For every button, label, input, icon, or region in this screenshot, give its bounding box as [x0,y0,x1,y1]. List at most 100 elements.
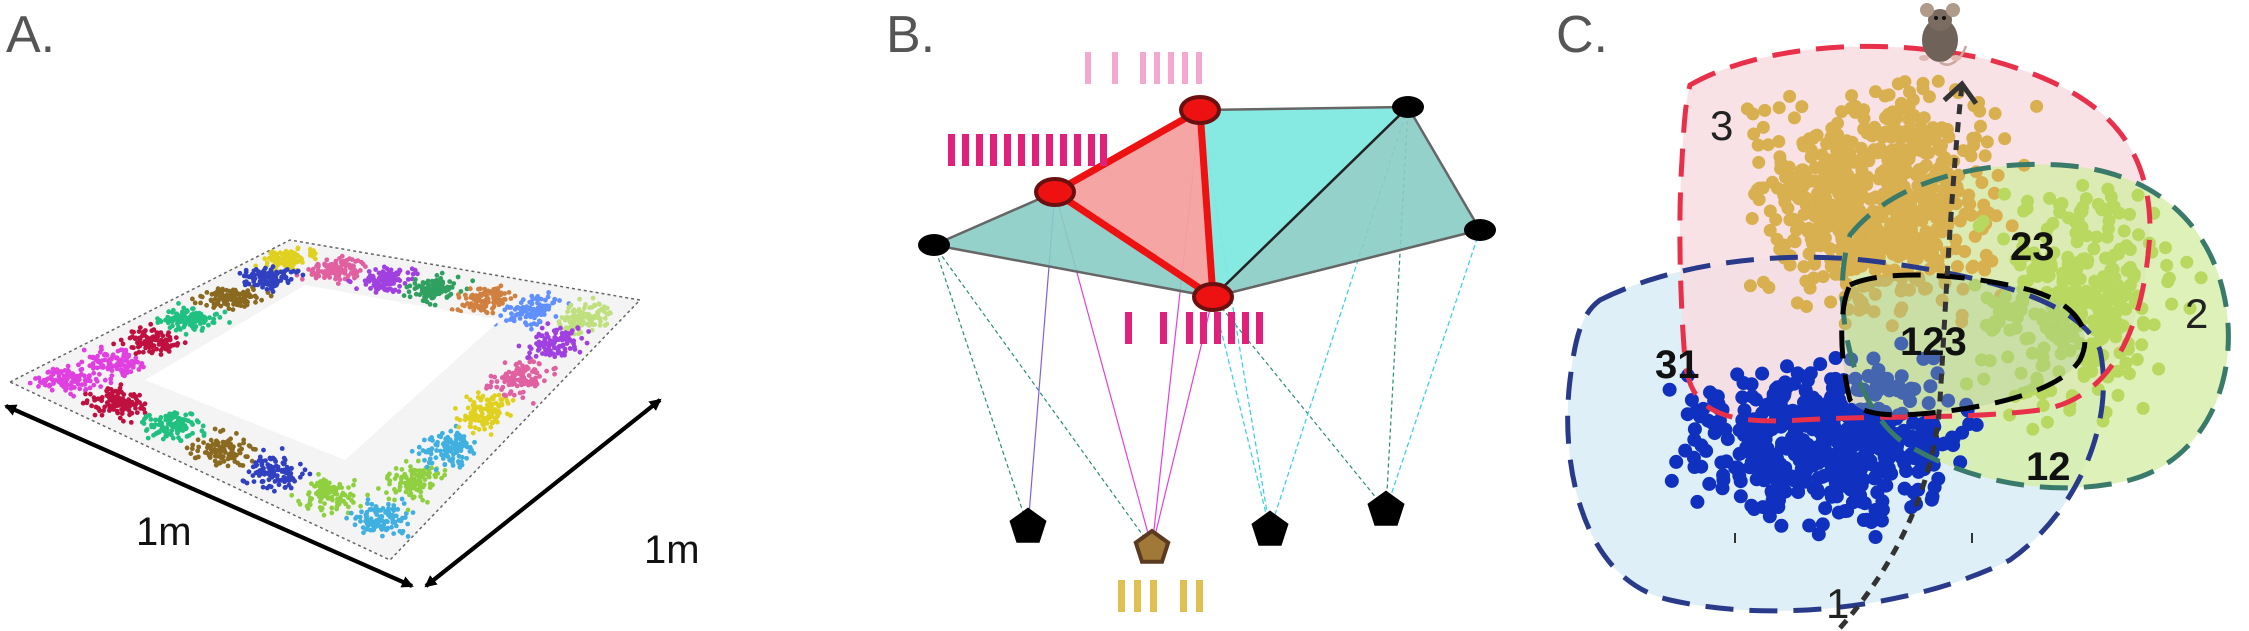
spike-dot [420,497,426,503]
spike-dot [268,484,274,490]
spike-dot [222,309,228,315]
cell-dot [1819,191,1832,204]
cell-dot [2030,99,2044,113]
spike-dot [122,403,128,409]
spike-dot [368,286,373,291]
spike-dot [349,257,355,262]
spike-dot [293,251,298,257]
spike-dot [117,385,123,391]
spike-dot [68,391,73,397]
cell-dot [2136,401,2150,415]
spike-dot [587,305,592,311]
spike-dot [321,487,327,492]
spike-dot [489,414,495,420]
spike-dot [218,454,223,459]
cell-dot [2194,271,2208,285]
spike-dot [577,320,582,325]
cell-dot [2043,191,2057,205]
spike-dot [118,398,124,404]
cell-dot [1921,396,1936,411]
spike-dot [348,510,354,516]
cell-dot [1923,379,1938,394]
spike-dot [182,340,188,346]
cell-dot [1689,403,1704,418]
spike-dot [440,441,446,447]
cell-dot [1826,385,1841,400]
spike-dot [185,308,190,314]
spike-dot [571,307,577,313]
cell-dot [1884,230,1898,243]
spike-dot [389,524,394,530]
cell-dot [1832,170,1845,183]
spike-dot [390,512,395,518]
spike-dot [529,293,535,299]
cell-dot [1992,315,2006,329]
spike-dot [576,331,581,337]
spike-dot [83,388,88,393]
spike-dot [409,266,415,272]
spike-dot [596,315,601,321]
spike-dot [289,465,294,471]
spike-dot [568,330,574,336]
surface-right [1213,107,1480,297]
spike-dot [445,444,451,450]
spike-dot [456,295,462,300]
spike-dot [552,345,557,351]
cell-dot [1896,199,1910,213]
spike-dot [473,297,479,302]
spike-dot [91,370,97,376]
cell-dot [1778,195,1792,209]
spike-dot [50,370,56,376]
cell-dot [1873,461,1888,476]
spike-dot [222,297,228,303]
cell-dot [2104,190,2118,204]
vertex-black [1464,219,1496,241]
spike-dot [123,355,129,360]
spike-dot [517,378,522,384]
cell-dot [1979,248,1993,262]
spike-dot [405,277,411,282]
spike-dot [540,304,545,310]
cell-dot [1815,517,1830,532]
spike-dot [98,344,104,350]
spike-dot [202,450,208,455]
spike-dot [319,507,324,513]
cell-dot [2062,211,2075,225]
spike-dot [84,377,90,383]
cell-dot [1962,188,1976,202]
spike-dot [344,515,349,521]
spike-dot [439,452,444,458]
pentagon-markers [1009,490,1405,564]
spike-dot [282,262,287,268]
spike-dot [154,346,160,352]
cell-dot [1965,261,1979,275]
spike-dot [183,331,189,337]
spike-dot [64,375,70,381]
spike-dot [257,454,263,460]
cell-dot [1967,138,1981,152]
spike-dot [163,345,169,351]
spike-dot [410,510,416,515]
cell-dot [1968,278,1982,292]
spike-dot [564,339,570,344]
spike-dot [159,426,165,432]
spike-dot [120,372,126,378]
spike-dot [108,361,113,367]
spike-dot [484,290,490,296]
spike-dot [434,448,439,453]
spike-dot [483,418,489,424]
spike-dot [141,330,147,335]
spike-dot [401,473,407,479]
cell-dot [1701,413,1716,428]
spike-dot [464,455,469,461]
spike-dot [396,276,401,282]
spike-dot [83,391,88,397]
spike-dot [368,521,374,527]
spike-dot [562,317,568,323]
spike-dot [534,334,539,340]
cell-dot [1749,392,1763,407]
spike-dot [266,282,272,288]
cell-dot [1687,432,1702,447]
spike-dot [96,358,101,364]
spike-dot [508,296,514,301]
